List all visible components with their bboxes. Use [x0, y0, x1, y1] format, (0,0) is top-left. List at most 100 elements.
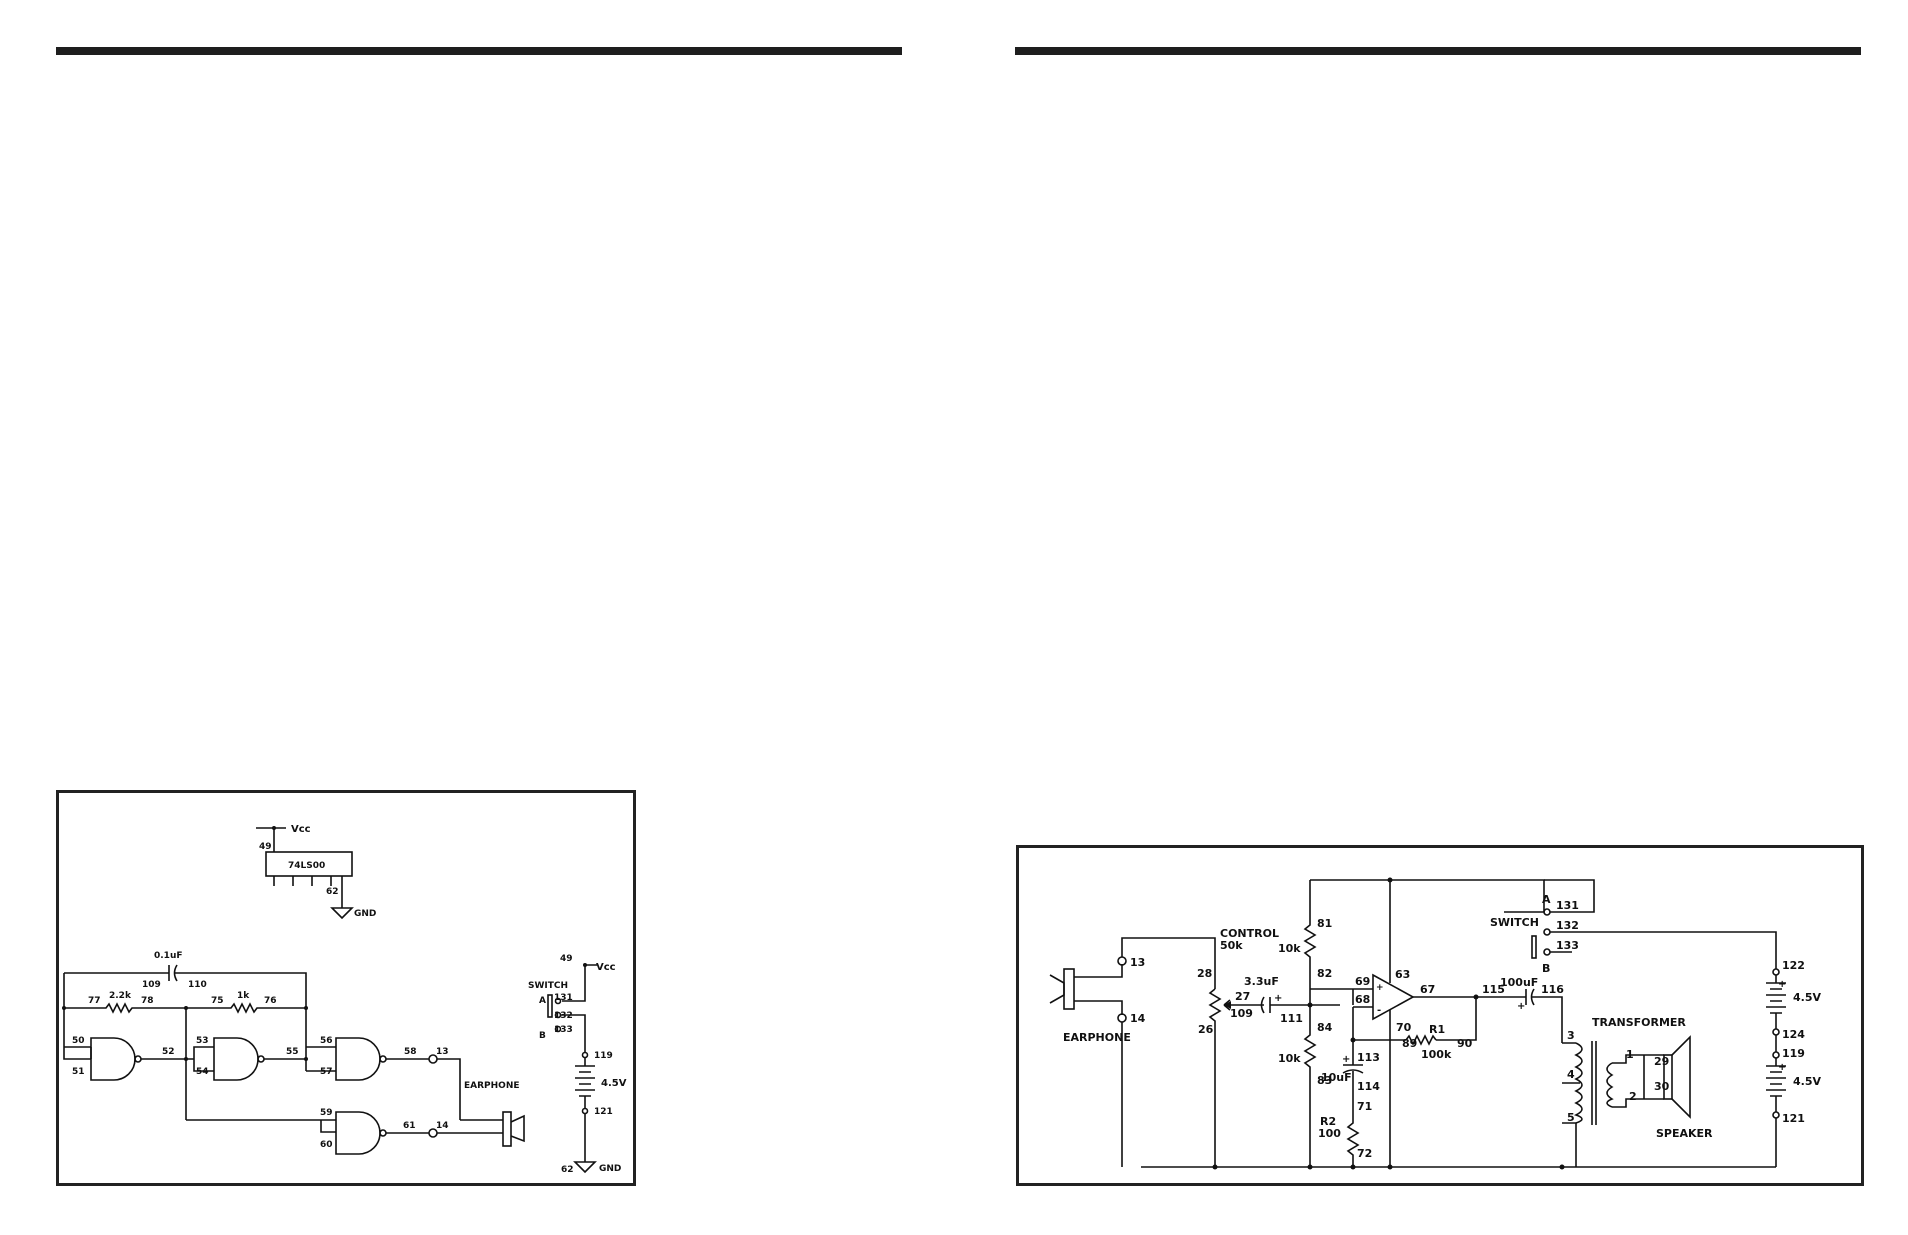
t-pin-2: 2 [1629, 1090, 1637, 1103]
amplifier-schematic: 13 14 EARPHONE CONTROL 50k 28 27 109 26 … [1016, 845, 1864, 1186]
r84-label: 84 [1317, 1021, 1333, 1034]
g3-in-a: 56 [320, 1036, 333, 1046]
bat1-voltage: 4.5V [1793, 991, 1821, 1004]
r2-pin-a: 71 [1357, 1100, 1372, 1113]
gnd-num: 62 [561, 1165, 574, 1175]
opamp-vcc-pin: 63 [1395, 968, 1410, 981]
sw-b-label: B [539, 1031, 546, 1041]
capacitor-10uf [1342, 1040, 1364, 1107]
r84-value: 10k [1278, 1052, 1301, 1065]
sw-a-num-right: 131 [1556, 899, 1579, 912]
bat1-minus: 124 [1782, 1028, 1805, 1041]
r1-pin-a: 89 [1402, 1037, 1417, 1050]
r1-pin-b: 90 [1457, 1037, 1473, 1050]
nand-gate-1 [63, 1037, 186, 1081]
t-pin-3: 3 [1567, 1029, 1575, 1042]
sw-a-num: 131 [554, 993, 573, 1003]
ear-pin-14: 14 [1130, 1012, 1146, 1025]
gnd-label: GND [354, 909, 376, 919]
svg-text:+: + [1778, 979, 1786, 990]
cap1-value: 3.3uF [1244, 975, 1279, 988]
r81-value: 10k [1278, 942, 1301, 955]
gnd-bottom-label: GND [599, 1164, 621, 1174]
opamp-minus-pin: 68 [1355, 993, 1370, 1006]
speaker-label: SPEAKER [1656, 1127, 1713, 1140]
cap2-pin-b: 114 [1357, 1080, 1380, 1093]
bat2-minus: 121 [1782, 1112, 1805, 1125]
g3-out: 58 [404, 1047, 417, 1057]
r1-value: 100k [1421, 1048, 1452, 1061]
r2-value: 1k [237, 991, 250, 1001]
t-pin-5: 5 [1567, 1111, 1575, 1124]
svg-text:+: + [1376, 983, 1384, 993]
r2-name: R2 [1320, 1115, 1336, 1128]
nand-gate-4 [186, 1111, 438, 1155]
g4-out: 61 [403, 1121, 416, 1131]
sw-a-label: A [539, 996, 546, 1006]
chip-label: 74LS00 [288, 861, 325, 871]
transformer-label: TRANSFORMER [1592, 1016, 1686, 1029]
transformer-icon [1562, 1041, 1664, 1167]
chip-74ls00 [256, 826, 354, 920]
g3-in-b: 57 [320, 1067, 333, 1077]
svg-text:+: + [1342, 1054, 1350, 1065]
r2-pin-b: 76 [264, 996, 277, 1006]
r1-name: R1 [1429, 1023, 1445, 1036]
resistor-84-83 [1303, 1005, 1317, 1167]
top-rule-right [1015, 47, 1861, 55]
switch-icon [547, 963, 597, 1052]
pot-top-pin: 28 [1197, 967, 1212, 980]
svg-text:-: - [1377, 1005, 1381, 1016]
oscillator-schematic: Vcc 49 74LS00 62 GND 0.1uF 109 110 77 2.… [56, 790, 636, 1186]
spk-pin-29: 29 [1654, 1055, 1669, 1068]
sw-b-num: 133 [554, 1025, 573, 1035]
sw-b-right: B [1542, 962, 1550, 975]
g2-in-b: 54 [196, 1067, 209, 1077]
bat-plus-num: 119 [594, 1051, 613, 1061]
cap1-pin-b: 111 [1280, 1012, 1303, 1025]
cap-pin-a: 109 [142, 980, 161, 990]
g2-out: 55 [286, 1047, 299, 1057]
pin-49-label: 49 [259, 842, 272, 852]
r1-value: 2.2k [109, 991, 132, 1001]
opamp-gnd-pin: 70 [1396, 1021, 1412, 1034]
svg-text:+: + [1778, 1062, 1786, 1073]
vcc-label: Vcc [291, 824, 311, 835]
r2-pin-b: 72 [1357, 1147, 1372, 1160]
nand-gate-2 [185, 1008, 306, 1120]
r2-value: 100 [1318, 1127, 1341, 1140]
capacitor-100uf [1476, 988, 1563, 1043]
resistor-r1 [1405, 1034, 1437, 1046]
opamp-out-pin: 67 [1420, 983, 1435, 996]
sw-com-right: 132 [1556, 919, 1579, 932]
cap-value: 0.1uF [154, 951, 183, 961]
schematic-frame-right [1016, 845, 1864, 1186]
ear-pin-a: 13 [436, 1047, 449, 1057]
bat-minus-num: 121 [594, 1107, 613, 1117]
switch-icon-right [1531, 879, 1777, 969]
battery-icon [573, 1051, 597, 1174]
r1-pin-a: 77 [88, 996, 101, 1006]
top-rule-left [56, 47, 902, 55]
bat-voltage: 4.5V [601, 1078, 627, 1089]
sw-b-num-right: 133 [1556, 939, 1579, 952]
r2-pin-a: 75 [211, 996, 224, 1006]
opamp-plus-pin: 69 [1355, 975, 1370, 988]
ear-pin-b: 14 [436, 1121, 449, 1131]
g4-in-b: 60 [320, 1140, 333, 1150]
cap3-pin-a: 115 [1482, 983, 1505, 996]
earphone-jack-icon [1049, 937, 1216, 1167]
vcc-right-label: Vcc [596, 962, 616, 973]
earphone-label: EARPHONE [464, 1081, 520, 1091]
svg-text:+: + [1274, 993, 1282, 1004]
schematic-frame [56, 790, 636, 1186]
r81-label: 81 [1317, 917, 1332, 930]
bat2-plus: 119 [1782, 1047, 1805, 1060]
r1-pin-b: 78 [141, 996, 154, 1006]
pin-62-label: 62 [326, 887, 339, 897]
g1-in-b: 51 [72, 1067, 85, 1077]
cap2-pin-a: 113 [1357, 1051, 1380, 1064]
sw-a-right: A [1542, 893, 1551, 906]
battery-icon-lower [1766, 1051, 1786, 1167]
switch-label: SWITCH [528, 981, 568, 991]
